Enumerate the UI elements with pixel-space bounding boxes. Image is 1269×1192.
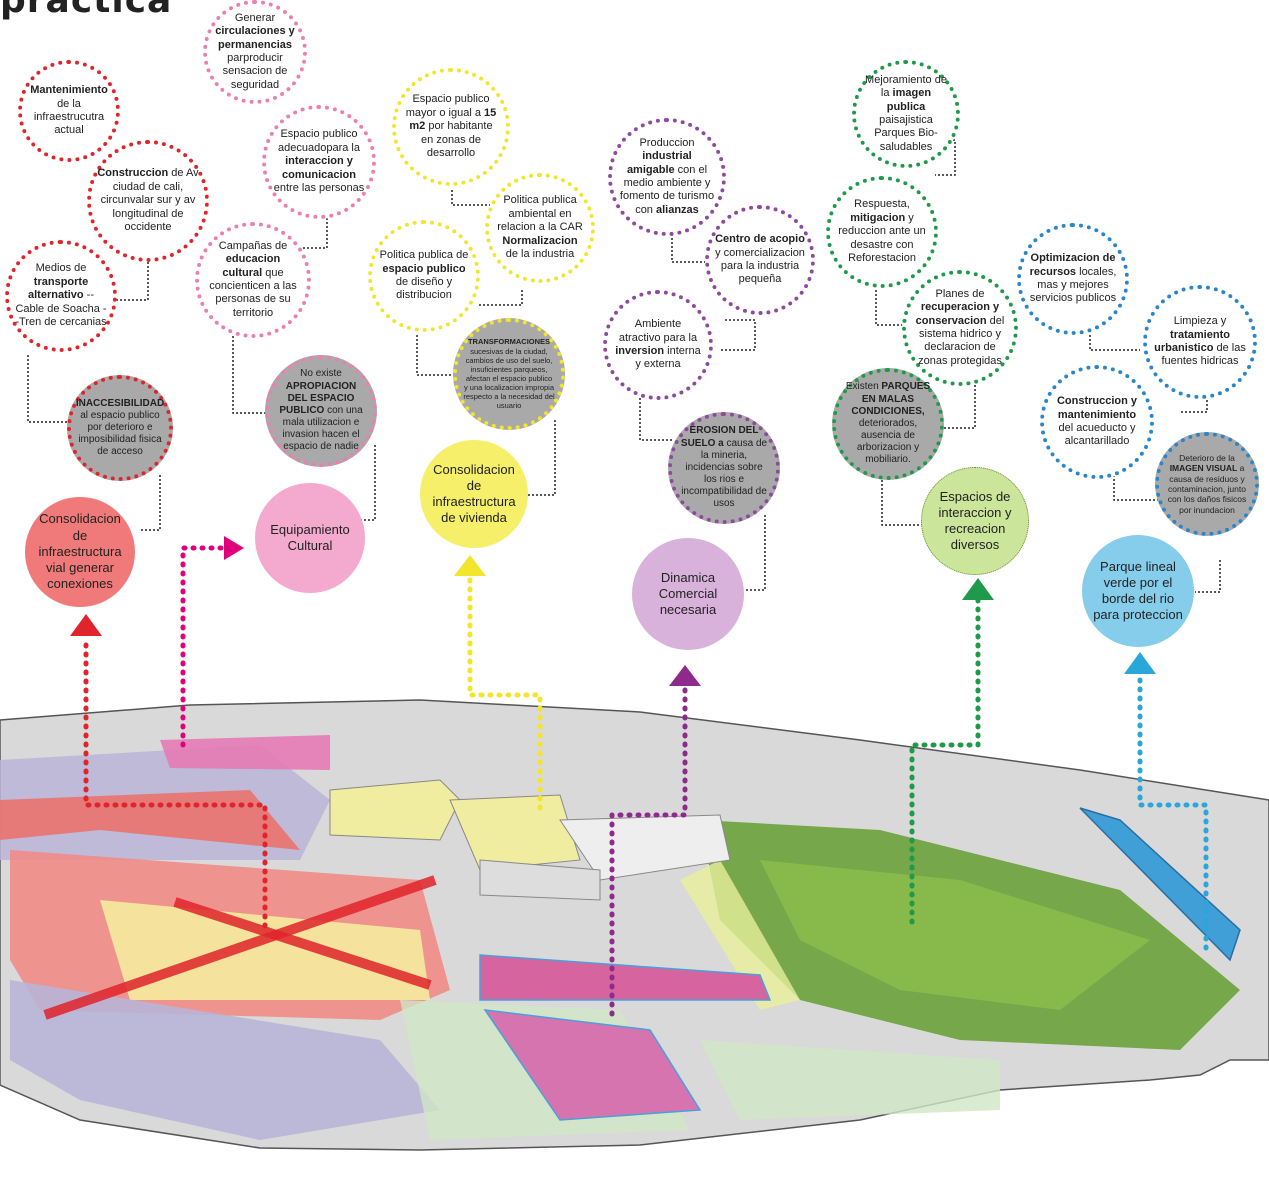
green-problem-text: Existen PARQUES EN MALAS CONDICIONES, de… bbox=[845, 381, 931, 466]
landscape-illustration bbox=[0, 699, 1269, 1151]
yellow-node-environmental-policy-text: Politica publica ambiental en relacion a… bbox=[497, 194, 583, 261]
blue-outcome-text: Parque lineal verde por el borde del rio… bbox=[1093, 558, 1183, 623]
red-problem-node: INACCESIBILIDAD al espacio publico por d… bbox=[67, 375, 173, 481]
pink-outcome-circle: Equipamiento Cultural bbox=[255, 483, 365, 593]
purple-problem-text: EROSION DEL SUELO a causa de la mineria,… bbox=[680, 425, 768, 510]
pink-outcome-text: Equipamiento Cultural bbox=[270, 521, 350, 553]
blue-problem-node: Deterioro de la IMAGEN VISUAL a causa de… bbox=[1155, 432, 1259, 536]
column-arrows bbox=[70, 536, 1209, 1023]
purple-node-collection-center: Centro de acopio y comercializacion para… bbox=[705, 205, 815, 315]
green-node-recovery-text: Planes de recuperacion y conservacion de… bbox=[915, 287, 1005, 367]
green-node-mitigation: Respuesta, mitigacion y reduccion ante u… bbox=[826, 176, 938, 288]
purple-node-collection-center-text: Centro de acopio y comercializacion para… bbox=[715, 233, 805, 286]
green-node-mitigation-text: Respuesta, mitigacion y reduccion ante u… bbox=[838, 198, 926, 265]
red-node-construction: Construccion de Av ciudad de cali, circu… bbox=[87, 140, 209, 262]
blue-problem-text: Deterioro de la IMAGEN VISUAL a causa de… bbox=[1167, 452, 1247, 515]
red-outcome-circle: Consolidacion de infraestructura vial ge… bbox=[25, 497, 135, 607]
pink-node-interaction-text: Espacio publico adecuadopara la interacc… bbox=[273, 128, 365, 195]
pink-problem-node: No existe APROPIACION DEL ESPACIO PUBLIC… bbox=[265, 355, 377, 467]
pink-node-education: Campañas de educacion cultural que conci… bbox=[195, 222, 311, 338]
page-title: practica bbox=[0, 0, 173, 21]
red-node-transport-text: Medios de transporte alternativo --Cable… bbox=[15, 262, 107, 329]
pink-node-circulation: Generar circulaciones y permanencias par… bbox=[203, 0, 307, 104]
blue-node-aqueduct: Construccion y mantenimiento del acueduc… bbox=[1040, 365, 1154, 479]
purple-node-industry-text: Produccion industrial amigable con el me… bbox=[619, 136, 715, 216]
purple-problem-node: EROSION DEL SUELO a causa de la mineria,… bbox=[668, 412, 780, 524]
pink-problem-text: No existe APROPIACION DEL ESPACIO PUBLIC… bbox=[279, 368, 363, 453]
pink-node-education-text: Campañas de educacion cultural que conci… bbox=[209, 239, 297, 319]
yellow-node-space-policy-text: Politica publica de espacio publico de d… bbox=[379, 249, 469, 302]
blue-node-aqueduct-text: Construccion y mantenimiento del acueduc… bbox=[1056, 395, 1138, 448]
purple-outcome-text: Dinamica Comercial necesaria bbox=[658, 569, 718, 618]
green-outcome-text: Espacios de interaccion y recreacion div… bbox=[938, 488, 1012, 553]
red-node-construction-text: Construccion de Av ciudad de cali, circu… bbox=[97, 167, 199, 234]
yellow-node-space-policy: Politica publica de espacio publico de d… bbox=[368, 220, 480, 332]
yellow-node-public-space-text: Espacio publico mayor o igual a 15 m2 po… bbox=[405, 93, 497, 160]
purple-node-investment: Ambiente atractivo para la inversion int… bbox=[603, 290, 713, 400]
blue-outcome-circle: Parque lineal verde por el borde del rio… bbox=[1082, 535, 1194, 647]
red-problem-text: INACCESIBILIDAD al espacio publico por d… bbox=[75, 397, 165, 458]
red-outcome-text: Consolidacion de infraestructura vial ge… bbox=[38, 511, 122, 592]
green-problem-node: Existen PARQUES EN MALAS CONDICIONES, de… bbox=[832, 368, 944, 480]
purple-outcome-circle: Dinamica Comercial necesaria bbox=[632, 538, 744, 650]
purple-node-industry: Produccion industrial amigable con el me… bbox=[608, 118, 726, 236]
yellow-node-environmental-policy: Politica publica ambiental en relacion a… bbox=[485, 173, 595, 283]
green-node-public-image-text: Mejoramiento de la imagen publica paisaj… bbox=[865, 73, 947, 153]
yellow-problem-node: TRANSFORMACIONES sucesivas de la ciudad,… bbox=[453, 318, 565, 430]
red-node-maintenance: Mantenimiento de la infraestrucutra actu… bbox=[18, 60, 120, 162]
yellow-outcome-text: Consolidacion de infraestructura de vivi… bbox=[432, 461, 516, 526]
blue-node-resources: Optimizacion de recursos locales, mas y … bbox=[1017, 223, 1129, 335]
red-node-transport: Medios de transporte alternativo --Cable… bbox=[5, 240, 117, 352]
green-node-recovery: Planes de recuperacion y conservacion de… bbox=[902, 270, 1018, 386]
purple-node-investment-text: Ambiente atractivo para la inversion int… bbox=[615, 318, 701, 371]
yellow-outcome-circle: Consolidacion de infraestructura de vivi… bbox=[420, 440, 528, 548]
green-node-public-image: Mejoramiento de la imagen publica paisaj… bbox=[852, 60, 960, 168]
node-connectors bbox=[27, 139, 1221, 593]
blue-node-cleaning-text: Limpieza y tratamiento urbanistico de la… bbox=[1154, 315, 1246, 368]
yellow-problem-text: TRANSFORMACIONES sucesivas de la ciudad,… bbox=[463, 337, 555, 411]
green-outcome-circle: Espacios de interaccion y recreacion div… bbox=[921, 467, 1029, 575]
blue-node-cleaning: Limpieza y tratamiento urbanistico de la… bbox=[1143, 285, 1257, 399]
pink-node-interaction: Espacio publico adecuadopara la interacc… bbox=[262, 105, 376, 219]
pink-node-circulation-text: Generar circulaciones y permanencias par… bbox=[215, 11, 295, 91]
red-node-maintenance-text: Mantenimiento de la infraestrucutra actu… bbox=[30, 84, 108, 137]
blue-node-resources-text: Optimizacion de recursos locales, mas y … bbox=[1029, 252, 1117, 305]
yellow-node-public-space: Espacio publico mayor o igual a 15 m2 po… bbox=[392, 68, 510, 186]
